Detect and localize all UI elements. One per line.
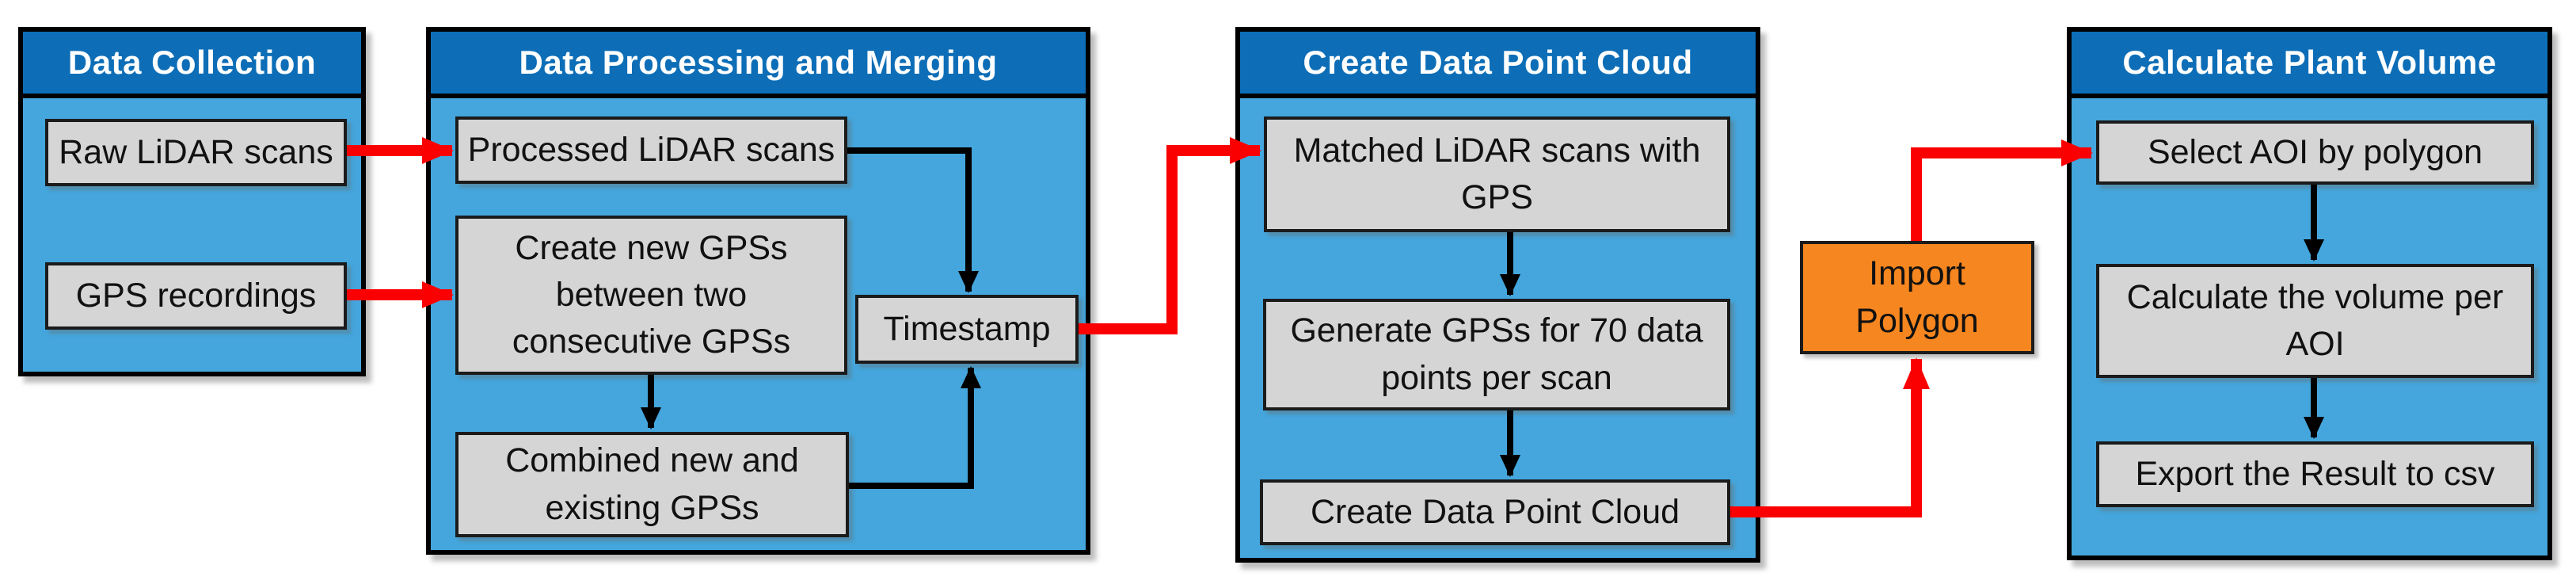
panel-create-data-point-cloud-header: Create Data Point Cloud <box>1240 32 1756 98</box>
panel-title: Create Data Point Cloud <box>1303 44 1693 81</box>
box-label: Select AOI by polygon <box>2147 132 2483 171</box>
panel-create-data-point-cloud: Create Data Point Cloud <box>1235 27 1760 563</box>
box-create-new-gpss: Create new GPSs between two consecutive … <box>455 216 847 375</box>
panel-data-processing-header: Data Processing and Merging <box>431 32 1086 98</box>
box-matched-lidar-scans-with-gps: Matched LiDAR scans with GPS <box>1264 116 1730 232</box>
box-label: Create Data Point Cloud <box>1310 492 1680 531</box>
box-label: Export the Result to csv <box>2135 454 2495 493</box>
box-label: GPS recordings <box>75 276 317 315</box>
box-label: Timestamp <box>883 309 1051 348</box>
panel-title: Calculate Plant Volume <box>2122 44 2497 81</box>
panel-title: Data Collection <box>67 44 317 81</box>
box-create-data-point-cloud: Create Data Point Cloud <box>1260 479 1730 545</box>
box-combined-new-existing-gpss: Combined new and existing GPSs <box>455 432 849 537</box>
box-processed-lidar-scans: Processed LiDAR scans <box>455 116 847 184</box>
arrow-import-polygon-to-select-aoi <box>1911 139 2093 241</box>
panel-calculate-plant-volume-header: Calculate Plant Volume <box>2072 32 2547 98</box>
box-label: Combined new and existing GPSs <box>505 441 799 527</box>
box-import-polygon: Import Polygon <box>1800 241 2034 354</box>
arrow-timestamp-to-matched-lidar <box>1079 137 1261 334</box>
box-raw-lidar-scans: Raw LiDAR scans <box>45 119 347 186</box>
box-export-result-to-csv: Export the Result to csv <box>2096 441 2534 507</box>
box-label: Import Polygon <box>1855 254 1979 340</box>
box-gps-recordings: GPS recordings <box>45 262 347 330</box>
panel-title: Data Processing and Merging <box>519 44 998 81</box>
box-label: Raw LiDAR scans <box>59 132 333 171</box>
box-label: Generate GPSs for 70 data points per sca… <box>1290 311 1703 397</box>
box-label: Processed LiDAR scans <box>467 130 835 169</box>
box-label: Calculate the volume per AOI <box>2126 277 2504 363</box>
panel-data-collection-header: Data Collection <box>23 32 361 98</box>
box-timestamp: Timestamp <box>855 295 1079 364</box>
box-label: Matched LiDAR scans with GPS <box>1293 131 1701 216</box>
box-select-aoi-by-polygon: Select AOI by polygon <box>2096 120 2534 185</box>
box-calculate-volume-per-aoi: Calculate the volume per AOI <box>2096 264 2534 378</box>
box-generate-gpss-70-data-points: Generate GPSs for 70 data points per sca… <box>1263 299 1730 410</box>
box-label: Create new GPSs between two consecutive … <box>512 228 791 361</box>
